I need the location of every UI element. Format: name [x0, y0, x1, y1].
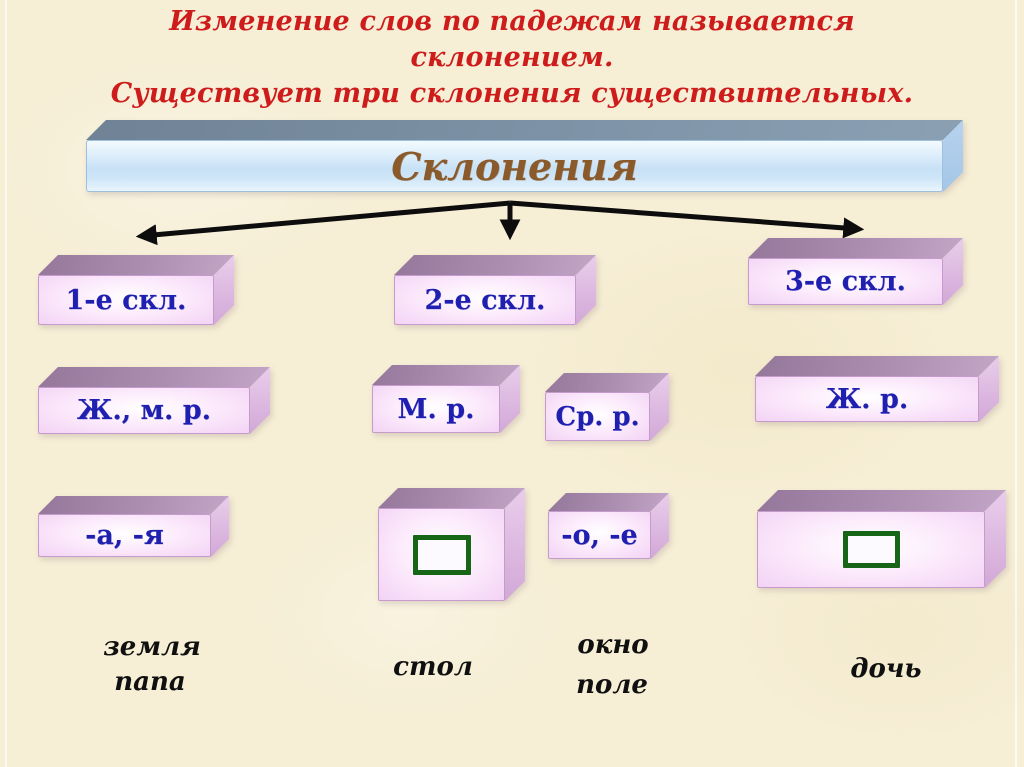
gender-box-declension-2-neuter: Ср. р. — [545, 373, 669, 441]
box-front-face: 2-е скл. — [394, 275, 576, 325]
box-top-face — [545, 373, 669, 392]
box-right-face — [650, 373, 669, 441]
banner-label: Склонения — [391, 143, 638, 189]
gender-2-neuter-label: Ср. р. — [555, 401, 640, 432]
zero-ending-box-declension-3 — [757, 490, 1006, 588]
example-word: дочь — [850, 654, 922, 684]
box-right-face — [985, 490, 1006, 588]
box-front-face: Ср. р. — [545, 392, 650, 441]
arrow-to-declension-3 — [509, 200, 865, 239]
box-front-face: 3-е скл. — [748, 258, 943, 305]
box-right-face — [250, 367, 270, 434]
gender-box-declension-3: Ж. р. — [755, 356, 999, 422]
declension-2-box: 2-е скл. — [394, 255, 596, 325]
example-word: земля — [103, 632, 201, 662]
endings-2-label: -о, -е — [561, 519, 638, 551]
box-front-face: Ж., м. р. — [38, 387, 250, 434]
box-right-face — [979, 356, 999, 422]
gender-2-masculine-label: М. р. — [397, 393, 475, 425]
gender-box-declension-1: Ж., м. р. — [38, 367, 270, 434]
title-line-1: Изменение слов по падежам называется — [169, 6, 855, 37]
box-right-face — [505, 488, 525, 601]
box-top-face — [372, 365, 520, 385]
endings-box-declension-2-neuter: -о, -е — [548, 493, 669, 559]
box-top-face — [38, 367, 270, 387]
box-right-face — [500, 365, 520, 433]
gender-3-label: Ж. р. — [825, 383, 909, 415]
endings-1-label: -а, -я — [85, 520, 164, 551]
zero-ending-icon — [412, 534, 471, 575]
slide-right-edge — [1015, 0, 1017, 767]
example-word: окно — [577, 630, 649, 660]
declension-1-label: 1-е скл. — [65, 284, 187, 316]
box-right-face — [943, 238, 963, 305]
box-front-face — [757, 511, 985, 588]
zero-ending-box-declension-2 — [378, 488, 525, 601]
gender-1-label: Ж., м. р. — [76, 395, 212, 426]
box-front-face: -о, -е — [548, 511, 651, 559]
box-top-face — [757, 490, 1006, 511]
branching-arrows — [135, 200, 865, 246]
box-top-face — [378, 488, 525, 508]
example-word: поле — [576, 670, 648, 700]
declension-3-label: 3-е скл. — [785, 266, 906, 297]
banner-right-face — [943, 120, 963, 192]
box-front-face: 1-е скл. — [38, 275, 214, 325]
example-word: папа — [114, 667, 186, 697]
declension-1-box: 1-е скл. — [38, 255, 234, 325]
page-title: Изменение слов по падежам называется скл… — [0, 4, 1024, 112]
gender-box-declension-2-masculine: М. р. — [372, 365, 520, 433]
box-top-face — [755, 356, 999, 376]
declensions-banner: Склонения — [86, 120, 963, 192]
slide-left-edge — [5, 0, 7, 767]
example-word: стол — [393, 652, 473, 682]
box-top-face — [548, 493, 669, 511]
banner-front-face: Склонения — [86, 140, 943, 192]
declension-3-box: 3-е скл. — [748, 238, 963, 305]
box-front-face: -а, -я — [38, 514, 211, 557]
endings-box-declension-1: -а, -я — [38, 496, 229, 557]
box-top-face — [748, 238, 963, 258]
box-front-face: М. р. — [372, 385, 500, 433]
title-line-3: Существует три склонения существительных… — [110, 78, 914, 109]
banner-top-face — [86, 120, 963, 140]
box-right-face — [651, 493, 669, 559]
arrow-to-declension-1 — [135, 200, 511, 246]
zero-ending-icon — [842, 531, 900, 568]
box-right-face — [576, 255, 596, 325]
box-top-face — [394, 255, 596, 275]
box-right-face — [214, 255, 234, 325]
title-line-2: склонением. — [410, 42, 614, 73]
box-top-face — [38, 496, 229, 514]
box-top-face — [38, 255, 234, 275]
declension-2-label: 2-е скл. — [424, 284, 546, 316]
box-right-face — [211, 496, 229, 557]
box-front-face — [378, 508, 505, 601]
box-front-face: Ж. р. — [755, 376, 979, 422]
